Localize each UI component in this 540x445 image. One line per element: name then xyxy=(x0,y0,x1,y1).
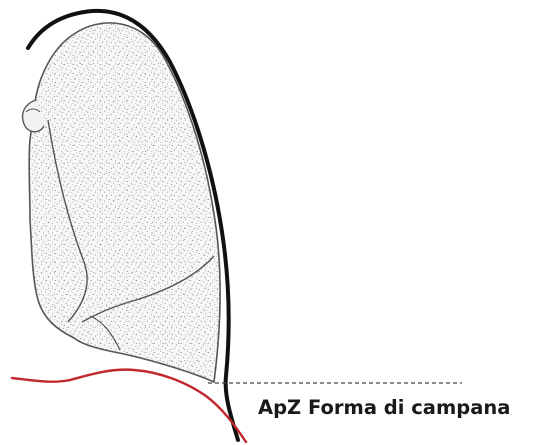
diagram-caption: ApZ Forma di campana xyxy=(258,396,510,419)
lung-shape xyxy=(23,23,221,382)
